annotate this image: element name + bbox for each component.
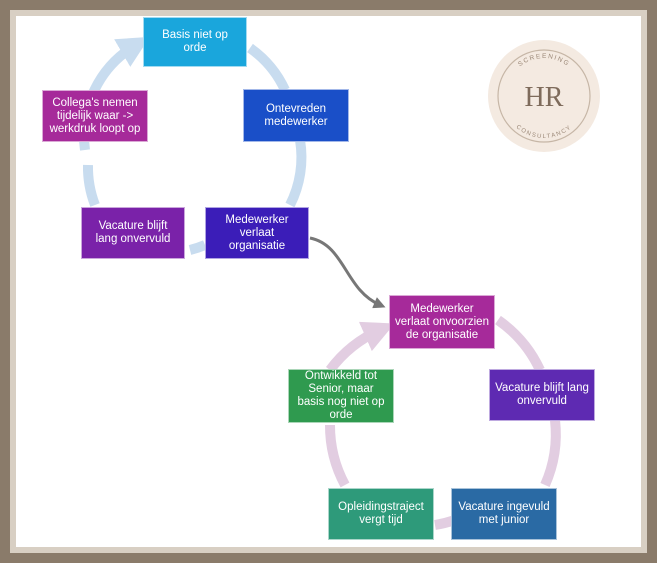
cycle2-node-vacature: Vacature blijft lang onvervuld <box>489 369 595 421</box>
cycle1-node-verlaat: Medewerker verlaat organisatie <box>205 207 309 259</box>
cycle1-node-collegas: Collega's nemen tijdelijk waar -> werkdr… <box>42 90 148 142</box>
logo-monogram: HR <box>525 82 564 113</box>
hr-screening-consultancy-logo: SCREENING CONSULTANCY HR <box>488 40 600 152</box>
svg-text:SCREENING: SCREENING <box>517 53 571 68</box>
cycle1-node-vacature: Vacature blijft lang onvervuld <box>81 207 185 259</box>
connector-arrow <box>309 236 386 309</box>
cycle1-node-basis: Basis niet op orde <box>143 17 247 67</box>
cycle2-node-junior: Vacature ingevuld met junior <box>451 488 557 540</box>
cycle2-track <box>324 315 561 530</box>
cycle2-node-senior: Ontwikkeld tot Senior, maar basis nog ni… <box>288 369 394 423</box>
cycle2-node-opleiding: Opleidingstraject vergt tijd <box>328 488 434 540</box>
cycle2-node-verlaat: Medewerker verlaat onvoorzien de organis… <box>389 295 495 349</box>
logo-top-text: SCREENING <box>517 53 570 68</box>
cycle1-node-ontevreden: Ontevreden medewerker <box>243 89 349 142</box>
logo-mark: SCREENING CONSULTANCY HR <box>497 49 591 143</box>
